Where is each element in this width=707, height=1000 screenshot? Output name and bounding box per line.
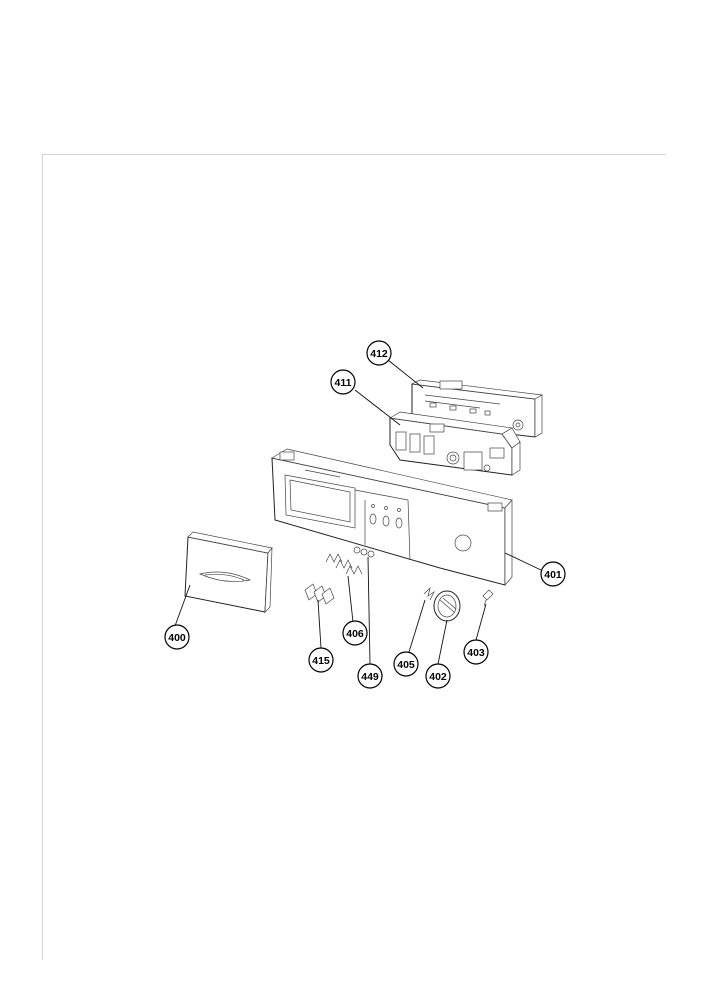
callout-406: 406 — [342, 620, 368, 646]
svg-text:406: 406 — [346, 628, 364, 640]
callout-415: 415 — [308, 647, 334, 673]
callout-400: 400 — [164, 624, 190, 650]
callout-412: 412 — [366, 340, 392, 366]
part-402-program-knob — [433, 590, 461, 622]
callout-449: 449 — [357, 663, 383, 689]
part-405-lens — [423, 586, 435, 601]
leader-lines — [174, 359, 542, 665]
part-415-buttons — [304, 583, 335, 605]
svg-text:415: 415 — [312, 655, 330, 667]
callout-405: 405 — [393, 651, 419, 677]
page-frame-top — [42, 154, 666, 155]
svg-text:412: 412 — [370, 348, 388, 360]
part-449-knobs — [353, 546, 375, 558]
svg-text:403: 403 — [467, 647, 485, 659]
callout-411: 411 — [330, 369, 356, 395]
svg-text:449: 449 — [361, 671, 379, 683]
svg-text:405: 405 — [397, 659, 415, 671]
page-frame-left — [42, 154, 43, 960]
svg-text:401: 401 — [544, 569, 562, 581]
svg-text:400: 400 — [168, 632, 186, 644]
part-403-clip — [482, 589, 494, 607]
svg-text:411: 411 — [335, 377, 352, 389]
part-401-control-panel — [271, 448, 513, 586]
callout-401: 401 — [540, 561, 566, 587]
part-411-control-module — [388, 411, 521, 476]
svg-text:402: 402 — [429, 671, 447, 683]
part-406-springs — [325, 553, 363, 575]
part-400-drawer-front — [184, 531, 273, 613]
callout-402: 402 — [425, 663, 451, 689]
callout-403: 403 — [463, 639, 489, 665]
